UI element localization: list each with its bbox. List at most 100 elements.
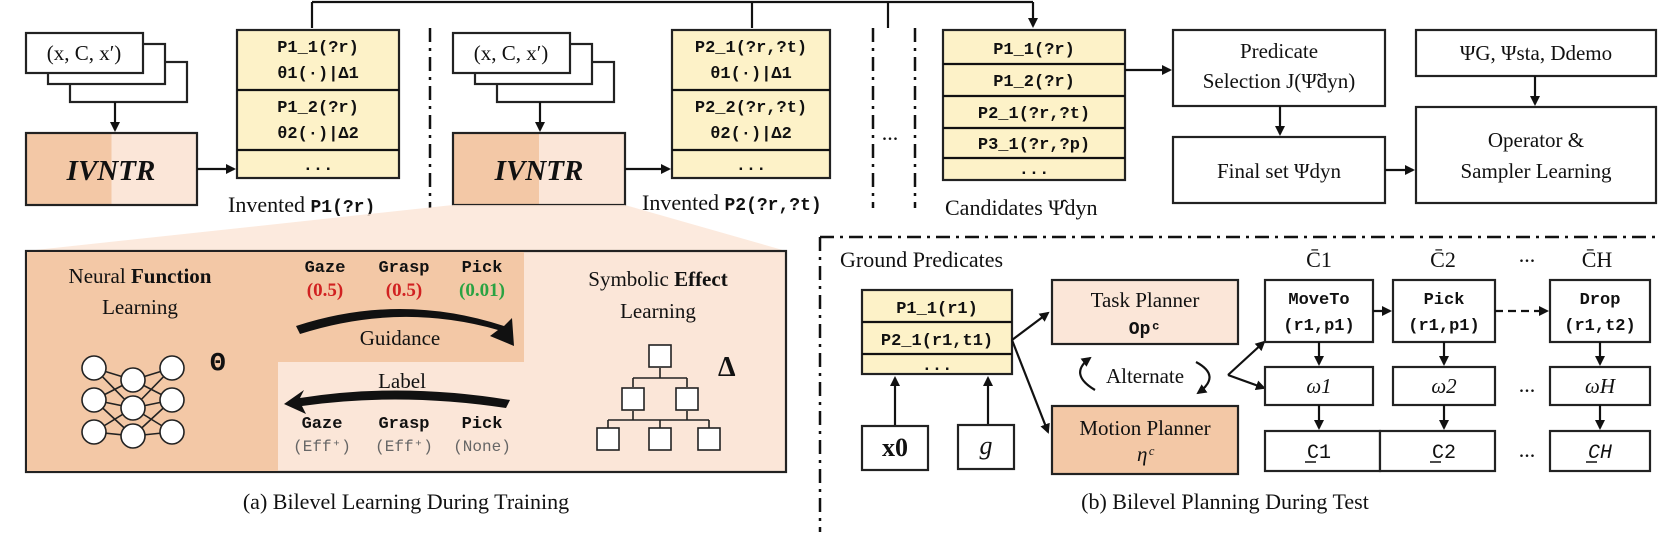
skeleton-op-pick: Pick (r1,p1) [1391,278,1497,344]
psi-label: ΨG, Ψsta, Ddemo [1460,41,1612,65]
label-label: Label [378,369,426,393]
skeleton-label-h: C̄H [1582,247,1613,272]
effect-grasp: (Eff⁺) [375,438,433,456]
skeleton-label-2: C̄2 [1430,247,1456,272]
neural-network-icon [81,355,185,449]
skeleton-label-1: C̄1 [1306,247,1332,272]
omega-h-box: ωH [1548,365,1652,407]
motion-planner-box: Motion Planner ηᶜ [1050,404,1240,476]
alternate-cycle-icon [1079,356,1211,395]
ground-row-2: P2_1(r1,t1) [881,332,993,351]
zoom-funnel [26,205,786,251]
ivntr-block-1: IVNTR [24,131,199,207]
skeleton-op-drop: Drop (r1,t2) [1548,278,1652,344]
action-grasp-top: Grasp [378,259,429,278]
arrow-ground-task [1011,311,1050,341]
svg-text:ω2: ω2 [1431,374,1457,398]
x0-label: x0 [882,433,908,462]
guidance-arrow [296,309,514,346]
g-label: g [980,431,993,460]
score-grasp: (0.5) [386,280,422,301]
ivntr-label-1: IVNTR [66,155,156,187]
p2-2-func: θ2(·)|Δ2 [710,125,792,144]
score-pick: (0.01) [459,280,505,301]
ground-predicates-title: Ground Predicates [840,247,1003,272]
svg-text:(r1,p1): (r1,p1) [1408,317,1479,336]
action-grasp-bottom: Grasp [378,415,429,434]
svg-text:ωH: ωH [1585,374,1617,398]
ground-row-3: ... [922,357,953,376]
final-set-label: Final set Ψdyn [1217,159,1341,183]
state-ch: CH [1588,442,1612,465]
effect-gaze: (Eff⁺) [293,438,351,456]
candidates-caption: Candidates Ψ̂dyn [945,195,1098,220]
top-feed-lines [310,0,1038,28]
candidates-box: P1_1(?r) P1_2(?r) P2_1(?r,?t) P3_1(?r,?p… [941,28,1127,182]
final-set-box: Final set Ψdyn [1171,135,1387,205]
task-planner-line2: Opᶜ [1129,320,1161,340]
svg-text:ω1: ω1 [1306,374,1331,398]
p2-2-predicate: P2_2(?r,?t) [695,99,807,118]
decision-tree-icon [596,344,721,451]
score-gaze: (0.5) [307,280,343,301]
omega-1-box: ω1 [1263,365,1375,407]
p2-ellipsis: ... [736,157,767,176]
predicate-selection-box: Predicate Selection J(Ψ̃dyn) [1171,28,1387,108]
invented-p1-box: P1_1(?r) θ1(·)|Δ1 P1_2(?r) θ2(·)|Δ2 ... [235,28,401,180]
omega-ellipsis: ... [1519,372,1536,397]
state-c2: C2 [1432,442,1456,465]
ground-row-1: P1_1(r1) [896,300,978,319]
operator-line1: Operator & [1488,128,1584,152]
action-pick-top: Pick [462,259,503,278]
operator-line2: Sampler Learning [1460,159,1612,183]
action-pick-bottom: Pick [462,415,503,434]
svg-text:(r1,t2): (r1,t2) [1564,317,1635,336]
effect-pick: (None) [453,438,511,456]
candidate-row-4: P3_1(?r,?p) [978,136,1090,155]
p2-1-predicate: P2_1(?r,?t) [695,39,807,58]
ivntr-label-2: IVNTR [494,155,584,187]
predicate-selection-line2: Selection J(Ψ̃dyn) [1203,69,1356,93]
operator-learning-box: Operator & Sampler Learning [1414,105,1658,205]
panel-b-caption: (b) Bilevel Planning During Test [1081,489,1369,514]
g-box: g [956,423,1016,471]
motion-planner-line2: ηᶜ [1137,442,1154,466]
neural-line1: Neural Function [69,264,212,288]
label-arrow [284,390,510,414]
panel-a-caption: (a) Bilevel Learning During Training [243,489,569,514]
skeleton-op-moveto: MoveTo (r1,p1) [1263,278,1375,344]
arrow-alt-skeleton [1227,340,1266,376]
symbolic-line2: Learning [620,299,696,323]
svg-text:Drop: Drop [1580,291,1621,310]
arrow-alt-omega [1227,373,1266,390]
state-boxes: C1 C2 CH [1263,429,1652,473]
svg-text:MoveTo: MoveTo [1288,291,1349,310]
input-tuple-2: (x, C, x′) [474,41,549,65]
candidate-row-1: P1_1(?r) [993,41,1075,60]
action-gaze-bottom: Gaze [302,415,343,434]
p2-1-func: θ1(·)|Δ1 [710,65,792,84]
input-stack-2: (x, C, x′) [451,31,616,104]
candidate-row-2: P1_2(?r) [993,73,1075,92]
candidate-row-3: P2_1(?r,?t) [978,105,1090,124]
task-planner-box: Task Planner Opᶜ [1050,278,1240,346]
svg-text:(r1,p1): (r1,p1) [1283,317,1354,336]
state-ellipsis: ... [1519,437,1536,462]
input-tuple-1: (x, C, x′) [47,41,122,65]
ground-predicates-box: P1_1(r1) P2_1(r1,t1) ... [860,288,1014,376]
p1-1-predicate: P1_1(?r) [277,39,359,58]
arrow-ground-motion [1010,339,1050,434]
p1-ellipsis: ... [303,157,334,176]
alternate-label: Alternate [1106,364,1184,388]
between-ellipsis: ... [882,120,899,145]
invented-p1-caption: Invented P1(?r) [228,192,375,218]
omega-2-box: ω2 [1391,365,1497,407]
separators [428,28,1658,532]
skeleton-label-ellipsis: ... [1519,242,1536,267]
ivntr-block-2: IVNTR [451,131,627,207]
state-c1: C1 [1307,442,1331,465]
input-stack-1: (x, C, x′) [24,31,189,104]
task-planner-line1: Task Planner [1091,288,1200,312]
